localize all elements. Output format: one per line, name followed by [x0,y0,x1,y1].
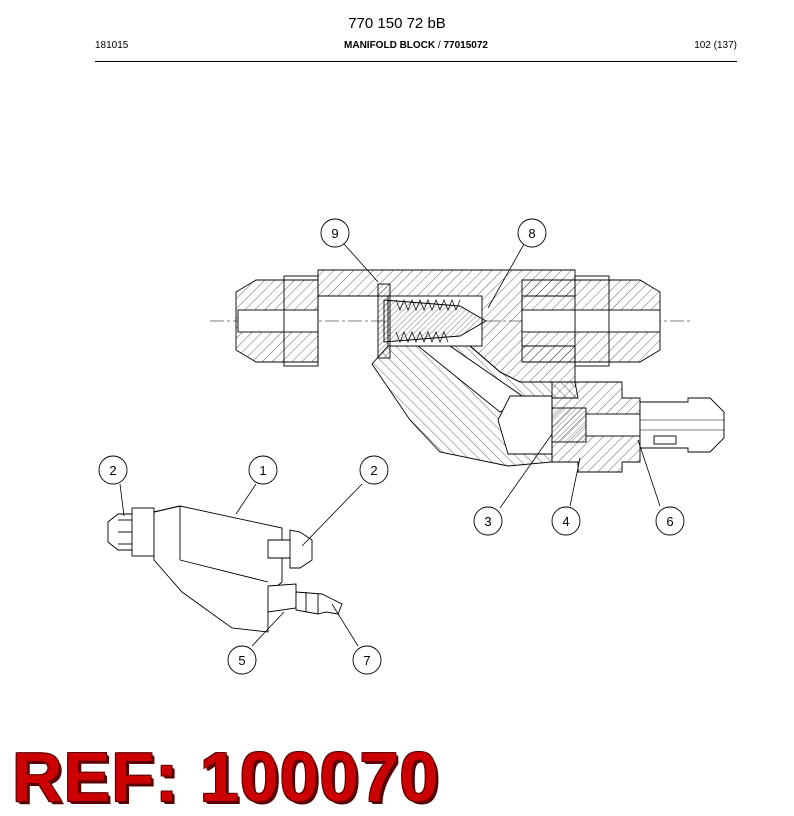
iso-block [153,505,283,633]
reference-number: REF: 100070 [12,738,440,816]
callout-8-label: 8 [528,226,535,241]
callout-2-left-label: 2 [109,463,116,478]
poppet-seat [377,283,391,359]
header-title-text: MANIFOLD BLOCK [344,40,436,51]
leader-3 [499,433,553,509]
leader-2-right [301,483,363,547]
leader-7 [331,603,359,647]
iso-bleed-nipple [295,591,343,615]
callout-9: 9 [320,218,350,248]
callout-2-right-label: 2 [370,463,377,478]
callout-2-left: 2 [98,455,128,485]
leader-1 [235,483,257,515]
leader-6 [637,439,661,507]
callout-2-right: 2 [359,455,389,485]
right-fitting-bore [521,309,661,333]
header-page-number: 102 (137) [694,40,737,51]
leader-4 [569,457,581,507]
leader-5 [251,611,285,647]
callout-bubbles: 9 8 2 1 2 3 4 6 [98,218,685,675]
iso-bleed-valve [267,583,297,613]
header-part-number: 77015072 [443,40,488,51]
header-title-separator: / [435,40,444,51]
document-number: 770 150 72 bB [348,15,446,32]
bleed-cap [653,435,677,445]
callout-5-label: 5 [238,653,245,668]
callout-6-label: 6 [666,514,673,529]
iso-left-hex [131,507,155,557]
leader-8 [487,243,525,309]
callout-1-label: 1 [259,463,266,478]
left-fitting-bore [237,309,319,333]
callout-5: 5 [227,645,257,675]
callout-7: 7 [352,645,382,675]
section-view [210,269,725,473]
callout-9-label: 9 [331,226,338,241]
bleed-nipple [639,397,725,453]
leader-2-left [119,483,125,517]
callout-leaders [119,243,661,647]
callout-8: 8 [517,218,547,248]
right-nut [574,275,610,367]
callout-7-label: 7 [363,653,370,668]
callout-1: 1 [248,455,278,485]
callout-4: 4 [551,506,581,536]
left-nut [283,275,319,367]
header-rule [95,61,737,62]
header-title: MANIFOLD BLOCK / 77015072 [95,40,737,51]
isometric-view [107,505,343,633]
callout-4-label: 4 [562,514,569,529]
callout-3-label: 3 [484,514,491,529]
leader-9 [343,243,379,283]
callout-3: 3 [473,506,503,536]
header-row: 181015 MANIFOLD BLOCK / 77015072 102 (13… [95,40,737,56]
outlet-bore [585,413,641,437]
outlet-insert [551,407,587,443]
callout-6: 6 [655,506,685,536]
header-date-code: 181015 [95,40,129,51]
